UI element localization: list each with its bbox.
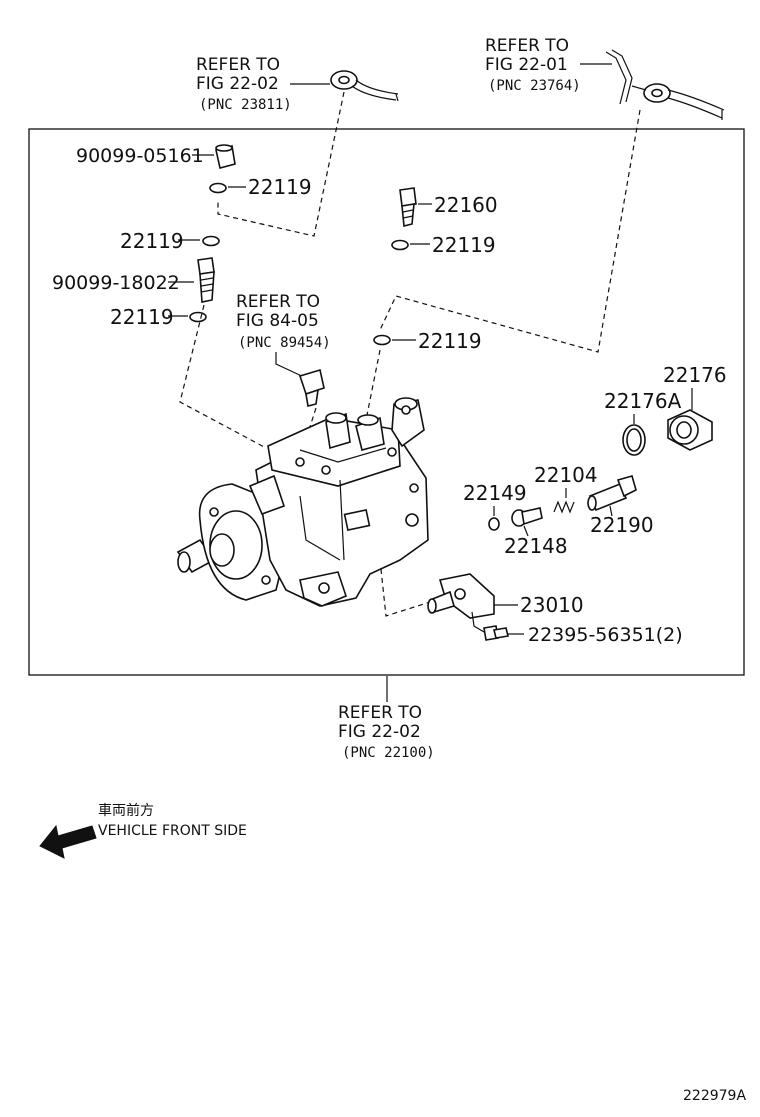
front-arrow-icon xyxy=(39,824,97,859)
gasket-icon xyxy=(373,334,391,346)
part-22119-e[interactable]: 22119 xyxy=(373,329,482,353)
ref-top-right-line3: (PNC 23764) xyxy=(488,78,581,94)
nut-icon xyxy=(667,409,713,451)
fuel-pipe-left-icon xyxy=(290,70,399,102)
ref-top-right-line1: REFER TO xyxy=(485,36,569,56)
part-22176[interactable]: 22176 xyxy=(663,363,727,451)
label-90099-18022: 90099-18022 xyxy=(52,272,180,294)
vehicle-front-legend: 車両前方 VEHICLE FRONT SIDE xyxy=(39,802,247,859)
ref-top-left-line1: REFER TO xyxy=(196,55,280,75)
ref-middle-line2: FIG 84-05 xyxy=(236,311,319,331)
ref-top-left[interactable]: REFER TO FIG 22-02 (PNC 23811) xyxy=(196,55,292,113)
ref-middle[interactable]: REFER TO FIG 84-05 (PNC 89454) xyxy=(236,292,331,351)
part-22395-56351[interactable]: 22395-56351(2) xyxy=(471,611,683,646)
label-90099-05161: 90099-05161 xyxy=(76,145,204,167)
gasket-icon xyxy=(209,182,227,194)
ref-top-right[interactable]: REFER TO FIG 22-01 (PNC 23764) xyxy=(485,36,581,94)
legend-english: VEHICLE FRONT SIDE xyxy=(98,823,247,839)
part-23010[interactable]: 23010 xyxy=(427,573,584,619)
ref-middle-line1: REFER TO xyxy=(236,292,320,312)
ref-middle-line3: (PNC 89454) xyxy=(238,335,331,351)
ref-top-left-line2: FIG 22-02 xyxy=(196,74,279,94)
fitting-icon xyxy=(587,475,637,512)
bolt-icon xyxy=(197,257,215,303)
label-22176a: 22176A xyxy=(604,389,682,413)
ref-bottom-line1: REFER TO xyxy=(338,703,422,723)
label-22190: 22190 xyxy=(590,513,654,537)
ref-bottom[interactable]: REFER TO FIG 22-02 (PNC 22100) xyxy=(338,703,435,761)
gasket-icon xyxy=(391,239,409,251)
label-22119-d: 22119 xyxy=(432,233,496,257)
ref-top-left-line3: (PNC 23811) xyxy=(199,97,292,113)
ball-icon xyxy=(488,517,500,531)
part-22119-a[interactable]: 22119 xyxy=(209,175,312,199)
ref-top-right-line2: FIG 22-01 xyxy=(485,55,568,75)
diagram-frame xyxy=(28,128,745,676)
label-23010: 23010 xyxy=(520,593,584,617)
label-22104: 22104 xyxy=(534,463,598,487)
valve-icon xyxy=(399,187,417,228)
label-22148: 22148 xyxy=(504,534,568,558)
injection-pump-icon[interactable] xyxy=(176,397,429,607)
cap-icon xyxy=(215,144,236,169)
fuel-pipe-right-icon xyxy=(580,49,725,120)
spring-icon xyxy=(553,500,575,514)
part-22104[interactable]: 22104 xyxy=(534,463,598,514)
part-22119-d[interactable]: 22119 xyxy=(391,233,496,257)
part-90099-05161[interactable]: 90099-05161 xyxy=(76,144,236,169)
label-22119-a: 22119 xyxy=(248,175,312,199)
label-22176: 22176 xyxy=(663,363,727,387)
part-22176a[interactable]: 22176A xyxy=(604,389,682,456)
screw-icon xyxy=(483,625,509,641)
ref-bottom-line3: (PNC 22100) xyxy=(342,745,435,761)
solenoid-icon xyxy=(427,573,495,619)
legend-japanese: 車両前方 xyxy=(98,802,154,819)
part-22119-c[interactable]: 22119 xyxy=(110,305,207,329)
label-22119-e: 22119 xyxy=(418,329,482,353)
gasket-icon xyxy=(202,235,220,247)
label-22149: 22149 xyxy=(463,481,527,505)
part-22119-b[interactable]: 22119 xyxy=(120,229,220,253)
label-22395-56351: 22395-56351(2) xyxy=(528,624,683,646)
part-22149[interactable]: 22149 xyxy=(463,481,527,531)
label-22119-c: 22119 xyxy=(110,305,174,329)
label-22119-b: 22119 xyxy=(120,229,184,253)
part-90099-18022[interactable]: 90099-18022 xyxy=(52,257,215,303)
part-22160[interactable]: 22160 xyxy=(399,187,498,228)
gasket-icon xyxy=(189,311,207,323)
drawing-code: 222979A xyxy=(683,1088,746,1104)
part-22190[interactable]: 22190 xyxy=(587,475,654,537)
sensor-icon xyxy=(298,368,325,407)
label-22160: 22160 xyxy=(434,193,498,217)
part-22148[interactable]: 22148 xyxy=(504,507,568,558)
plunger-icon xyxy=(511,507,543,527)
ref-bottom-line2: FIG 22-02 xyxy=(338,722,421,742)
